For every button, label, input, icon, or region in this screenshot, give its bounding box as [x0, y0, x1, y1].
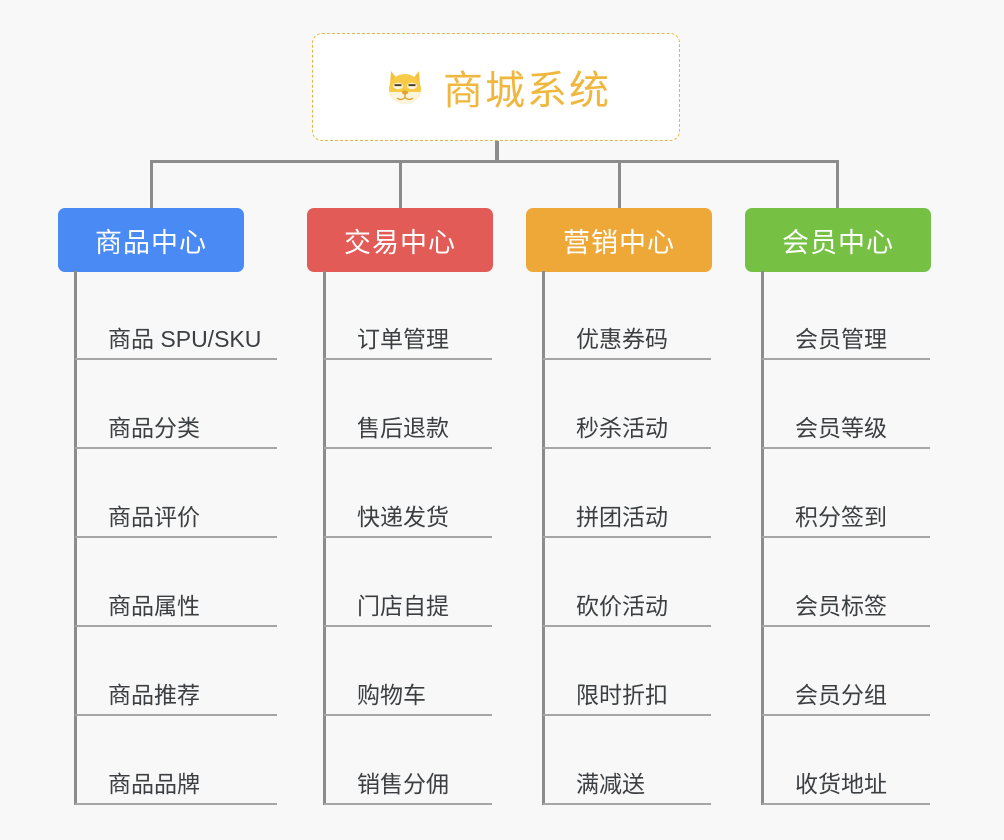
leaf-underline — [543, 447, 711, 449]
category-box-4[interactable]: 会员中心 — [745, 208, 931, 272]
connector-drop-2 — [399, 160, 402, 208]
leaf-underline — [324, 625, 492, 627]
leaf-item[interactable]: 收货地址 — [761, 716, 939, 805]
leaf-label: 商品分类 — [108, 415, 200, 441]
leaf-label: 商品评价 — [108, 504, 200, 530]
category-box-2[interactable]: 交易中心 — [307, 208, 493, 272]
leaf-underline — [75, 803, 277, 805]
leaf-label: 限时折扣 — [576, 682, 668, 708]
leaf-underline — [543, 625, 711, 627]
leaf-underline — [75, 625, 277, 627]
leaf-column-4: 会员管理会员等级积分签到会员标签会员分组收货地址 — [761, 271, 939, 805]
leaf-item[interactable]: 订单管理 — [323, 271, 501, 360]
leaf-underline — [762, 358, 930, 360]
leaf-label: 购物车 — [357, 682, 426, 708]
leaf-item[interactable]: 销售分佣 — [323, 716, 501, 805]
leaf-spine — [323, 271, 326, 805]
leaf-label: 销售分佣 — [357, 771, 449, 797]
leaf-underline — [75, 714, 277, 716]
category-label: 商品中心 — [95, 227, 207, 258]
leaf-underline — [543, 803, 711, 805]
leaf-item[interactable]: 商品品牌 — [74, 716, 286, 805]
leaf-underline — [324, 536, 492, 538]
connector-drop-3 — [618, 160, 621, 208]
leaf-label: 优惠券码 — [576, 326, 668, 352]
leaf-label: 商品品牌 — [108, 771, 200, 797]
leaf-label: 商品 SPU/SKU — [108, 326, 262, 352]
leaf-underline — [75, 358, 277, 360]
leaf-underline — [543, 714, 711, 716]
leaf-label: 会员管理 — [795, 326, 887, 352]
leaf-item[interactable]: 优惠券码 — [542, 271, 720, 360]
leaf-item[interactable]: 门店自提 — [323, 538, 501, 627]
leaf-spine — [74, 271, 77, 805]
leaf-label: 满减送 — [576, 771, 645, 797]
leaf-underline — [75, 447, 277, 449]
leaf-label: 商品属性 — [108, 593, 200, 619]
leaf-item[interactable]: 商品推荐 — [74, 627, 286, 716]
leaf-underline — [762, 625, 930, 627]
leaf-label: 砍价活动 — [576, 593, 668, 619]
leaf-label: 售后退款 — [357, 415, 449, 441]
leaf-item[interactable]: 商品 SPU/SKU — [74, 271, 286, 360]
leaf-label: 会员等级 — [795, 415, 887, 441]
category-box-1[interactable]: 商品中心 — [58, 208, 244, 272]
leaf-underline — [324, 714, 492, 716]
category-label: 交易中心 — [344, 227, 456, 258]
connector-horizontal-bus — [150, 160, 839, 163]
leaf-item[interactable]: 砍价活动 — [542, 538, 720, 627]
leaf-underline — [762, 536, 930, 538]
root-node[interactable]: 商城系统 — [312, 33, 680, 141]
leaf-label: 积分签到 — [795, 504, 887, 530]
leaf-item[interactable]: 限时折扣 — [542, 627, 720, 716]
leaf-spine — [761, 271, 764, 805]
leaf-item[interactable]: 商品分类 — [74, 360, 286, 449]
leaf-label: 会员标签 — [795, 593, 887, 619]
leaf-underline — [762, 803, 930, 805]
leaf-label: 秒杀活动 — [576, 415, 668, 441]
category-label: 营销中心 — [563, 227, 675, 258]
leaf-item[interactable]: 会员管理 — [761, 271, 939, 360]
leaf-underline — [543, 358, 711, 360]
leaf-label: 拼团活动 — [576, 504, 668, 530]
connector-drop-4 — [836, 160, 839, 208]
leaf-spine — [542, 271, 545, 805]
leaf-underline — [762, 714, 930, 716]
leaf-item[interactable]: 秒杀活动 — [542, 360, 720, 449]
category-box-3[interactable]: 营销中心 — [526, 208, 712, 272]
leaf-item[interactable]: 购物车 — [323, 627, 501, 716]
leaf-underline — [543, 536, 711, 538]
category-label: 会员中心 — [782, 227, 894, 258]
leaf-label: 收货地址 — [795, 771, 887, 797]
leaf-column-2: 订单管理售后退款快递发货门店自提购物车销售分佣 — [323, 271, 501, 805]
leaf-item[interactable]: 积分签到 — [761, 449, 939, 538]
leaf-item[interactable]: 满减送 — [542, 716, 720, 805]
dog-face-icon — [381, 63, 429, 111]
leaf-underline — [324, 358, 492, 360]
root-title: 商城系统 — [443, 69, 611, 113]
leaf-item[interactable]: 会员标签 — [761, 538, 939, 627]
leaf-label: 门店自提 — [357, 593, 449, 619]
leaf-label: 快递发货 — [357, 504, 449, 530]
leaf-item[interactable]: 快递发货 — [323, 449, 501, 538]
leaf-item[interactable]: 商品评价 — [74, 449, 286, 538]
leaf-item[interactable]: 会员等级 — [761, 360, 939, 449]
leaf-underline — [324, 447, 492, 449]
leaf-item[interactable]: 会员分组 — [761, 627, 939, 716]
leaf-underline — [324, 803, 492, 805]
connector-drop-1 — [150, 160, 153, 208]
leaf-item[interactable]: 商品属性 — [74, 538, 286, 627]
leaf-label: 会员分组 — [795, 682, 887, 708]
leaf-column-3: 优惠券码秒杀活动拼团活动砍价活动限时折扣满减送 — [542, 271, 720, 805]
leaf-item[interactable]: 拼团活动 — [542, 449, 720, 538]
leaf-underline — [75, 536, 277, 538]
leaf-label: 商品推荐 — [108, 682, 200, 708]
connector-root-stem — [495, 141, 499, 162]
leaf-underline — [762, 447, 930, 449]
leaf-column-1: 商品 SPU/SKU 商品分类商品评价商品属性商品推荐商品品牌 — [74, 271, 286, 805]
leaf-label: 订单管理 — [357, 326, 449, 352]
leaf-item[interactable]: 售后退款 — [323, 360, 501, 449]
